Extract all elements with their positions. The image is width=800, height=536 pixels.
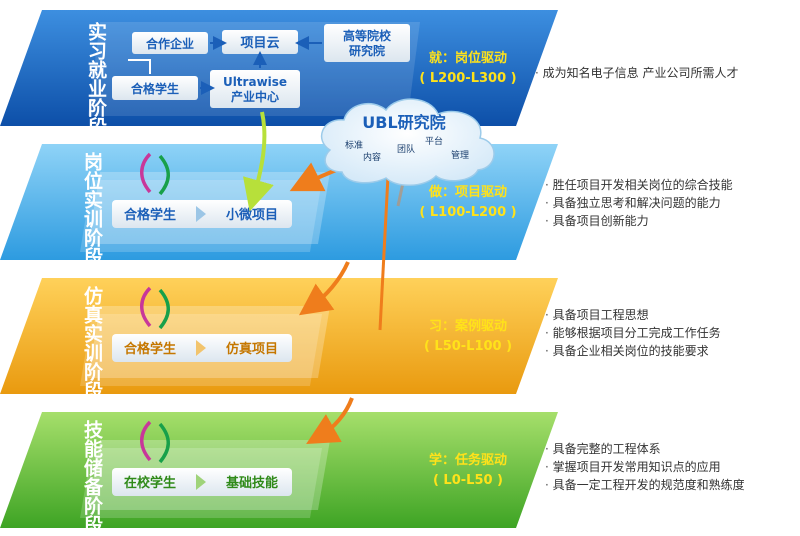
stage-2-bullet: 具备独立思考和解决问题的能力 [545,194,733,212]
cycle-arrow-green-3 [158,288,170,330]
cloud-item-team: 团队 [397,143,415,155]
stage-4-bullet: 掌握项目开发常用知识点的应用 [545,458,745,476]
node-ultrawise-l1: Ultrawise [223,75,287,89]
cloud-item-platform: 平台 [425,135,443,147]
stage-2-drive: 做：项目驱动 [428,184,507,200]
stage-3-bullet: 具备企业相关岗位的技能要求 [545,342,721,360]
stage-2-level: ( L100-L200 ) [419,205,516,220]
stage-3-project: 仿真项目 [226,341,278,357]
cloud-item-content: 内容 [363,151,381,163]
node-enterprise: 合作企业 [146,36,194,51]
cloud-item-standard: 标准 [345,139,363,151]
cycle-arrow-green-4 [158,422,170,464]
stage-4-level: ( L0-L50 ) [433,473,503,488]
stage-3-bullets: 具备项目工程思想 能够根据项目分工完成工作任务 具备企业相关岗位的技能要求 [545,306,721,360]
drive-labels: 就：岗位驱动 ( L200-L300 ) 做：项目驱动 ( L100-L200 … [419,50,516,488]
cloud-beam-1 [378,175,390,331]
stage-4-project: 基础技能 [225,475,278,491]
arrow-stage3-to-stage4 [306,397,354,444]
stage-3-drive: 习：案例驱动 [429,318,507,334]
cloud-item-management: 管理 [451,149,469,161]
stage-1-nodes: 合作企业 项目云 高等院校 研究院 合格学生 Ultrawise 产业中心 [112,24,410,108]
stage-2-nodes: 合格学生 小微项目 [112,200,292,228]
flow-arrows [243,111,406,444]
cycle-arrow-green-2 [158,154,170,196]
arrow-cloud-to-stage2 [289,162,337,192]
stage-2-student: 合格学生 [124,207,176,223]
cycle-arrow-purple-3 [140,286,152,328]
stage-1-bullets: 成为知名电子信息 产业公司所需人才 [535,64,739,82]
stage-2-label: 岗位实训阶段 [81,152,103,267]
stage-3-label: 仿真实训阶段 [81,285,103,401]
stage-2-project: 小微项目 [226,207,278,223]
arrow-center-to-project [243,111,274,212]
stage-1-level: ( L200-L300 ) [419,71,516,86]
ubl-cloud: UBL研究院 标准 内容 团队 平台 管理 [320,98,495,186]
node-college-l1: 高等院校 [343,28,392,43]
stage-2-bullet: 具备项目创新能力 [545,212,733,230]
stage-3-bullet: 能够根据项目分工完成工作任务 [545,324,721,342]
stage-4-drive: 学：任务驱动 [429,452,507,468]
stage-4-label: 技能储备阶段 [81,419,104,535]
stage-4-student: 在校学生 [124,475,176,491]
stage-labels: 实习就业阶段 岗位实训阶段 仿真实训阶段 技能储备阶段 [81,21,107,535]
stage-3-bullet: 具备项目工程思想 [545,306,721,324]
cycle-arrow-purple-2 [140,152,152,194]
stage-2-bullet: 胜任项目开发相关岗位的综合技能 [545,176,733,194]
stage-4-bullet: 具备一定工程开发的规范度和熟练度 [545,476,745,494]
stage-3-level: ( L50-L100 ) [424,339,512,354]
stage-1-drive: 就：岗位驱动 [429,50,507,66]
node-qualified-student-1: 合格学生 [131,81,179,96]
stage-1-label: 实习就业阶段 [85,21,107,137]
stage-4-bullets: 具备完整的工程体系 掌握项目开发常用知识点的应用 具备一定工程开发的规范度和熟练… [545,440,745,494]
arrow-stage2-to-stage3 [298,261,350,316]
node-ultrawise-l2: 产业中心 [231,89,279,104]
cycle-arrows [140,152,170,464]
node-college-l2: 研究院 [349,43,385,58]
stage-3-student: 合格学生 [124,341,176,357]
node-project-cloud: 项目云 [240,36,279,51]
stage-1-bullet: 成为知名电子信息 产业公司所需人才 [535,64,739,82]
stage-3-nodes: 合格学生 仿真项目 [112,334,292,362]
stage-1-band [0,10,558,126]
stage-4-bullet: 具备完整的工程体系 [545,440,745,458]
ubl-cloud-title: UBL研究院 [362,113,445,132]
stage-2-bullets: 胜任项目开发相关岗位的综合技能 具备独立思考和解决问题的能力 具备项目创新能力 [545,176,733,230]
cycle-arrow-purple-4 [140,420,152,462]
stage-4-nodes: 在校学生 基础技能 [112,468,292,496]
